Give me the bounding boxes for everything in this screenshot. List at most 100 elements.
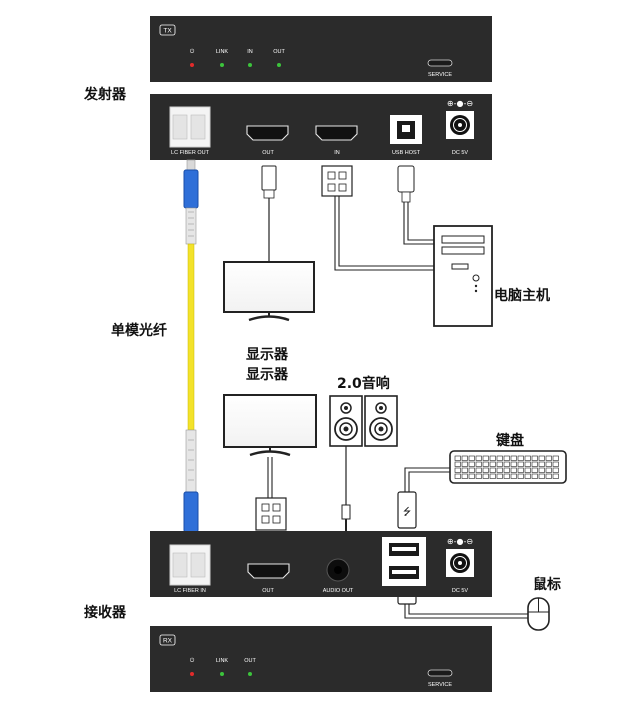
rx-panel-body bbox=[150, 626, 492, 692]
transmitter-title: 发射器 bbox=[84, 87, 126, 103]
tx-indicator-led-1 bbox=[220, 63, 224, 67]
keyboard-key bbox=[489, 473, 496, 479]
keyboard-key bbox=[510, 467, 517, 473]
usb-b-plug-icon bbox=[397, 165, 415, 193]
tx-badge-frame bbox=[159, 24, 176, 36]
keyboard-key bbox=[545, 455, 552, 461]
keyboard-key bbox=[482, 455, 489, 461]
rx-indicator-label-2: OUT bbox=[244, 658, 256, 664]
keyboard-key bbox=[524, 467, 531, 473]
tx-out-label: OUT bbox=[262, 150, 274, 156]
keyboard-key bbox=[503, 455, 510, 461]
keyboard-key bbox=[496, 461, 503, 467]
tx-hdmi-out-port bbox=[246, 125, 289, 141]
keyboard-key bbox=[524, 473, 531, 479]
tx-indicator-led-0 bbox=[190, 63, 194, 67]
tx-lc-port-a bbox=[172, 114, 188, 140]
keyboard-key bbox=[503, 473, 510, 479]
keyboard-key bbox=[510, 473, 517, 479]
monitor-bottom-screen bbox=[223, 394, 317, 448]
keyboard-key bbox=[454, 461, 461, 467]
keyboard-label: 键盘 bbox=[496, 433, 524, 449]
transmitter-rear-panel: LC FIBER OUT OUT IN USB HOST ⊕-●-⊖ DC 5V bbox=[150, 94, 492, 160]
keyboard-key bbox=[524, 455, 531, 461]
keyboard-key bbox=[454, 455, 461, 461]
keyboard-key bbox=[538, 467, 545, 473]
fiber-cable-line bbox=[187, 243, 195, 431]
keyboard-key bbox=[454, 467, 461, 473]
keyboard: ⭍ bbox=[397, 450, 567, 529]
keyboard-body bbox=[449, 450, 567, 484]
tx-lc-port-b bbox=[190, 114, 206, 140]
usb-keyboard-plug-icon bbox=[397, 491, 417, 529]
keyboard-key bbox=[468, 473, 475, 479]
hdmi-plug-icon bbox=[261, 165, 277, 191]
rx-hdmi-out-port bbox=[247, 563, 290, 579]
mouse-label: 鼠标 bbox=[533, 577, 561, 593]
keyboard-key bbox=[545, 461, 552, 467]
keyboard-keys bbox=[454, 455, 559, 479]
tx-dc-label: DC 5V bbox=[452, 150, 469, 156]
receiver-rear-panel: LC FIBER IN OUT AUDIO OUT ⊕-●-⊖ DC 5V bbox=[150, 531, 492, 597]
keyboard-key bbox=[482, 467, 489, 473]
keyboard-key bbox=[531, 473, 538, 479]
tx-usb-label: USB HOST bbox=[392, 150, 421, 156]
rx-badge-frame bbox=[159, 634, 176, 646]
keyboard-key bbox=[496, 455, 503, 461]
rx-out-label: OUT bbox=[262, 588, 274, 594]
tx-indicator-label-1: LINK bbox=[216, 49, 229, 55]
rx-service-label: SERVICE bbox=[428, 682, 452, 688]
keyboard-key bbox=[454, 473, 461, 479]
keyboard-key bbox=[517, 473, 524, 479]
audio-plug-icon bbox=[341, 504, 351, 520]
rx-lc-port-b bbox=[190, 552, 206, 578]
tx-badge: TX bbox=[163, 28, 172, 35]
dc-power-icon: ⊕-●-⊖ bbox=[447, 99, 473, 108]
speaker-right bbox=[364, 395, 398, 447]
monitor-top-stand bbox=[248, 315, 290, 322]
keyboard-key bbox=[489, 467, 496, 473]
monitor-bottom-stand bbox=[249, 450, 291, 457]
keyboard-key bbox=[531, 467, 538, 473]
tx-indicator-label-0: ⏻ bbox=[190, 48, 195, 55]
rx-indicator-led-1 bbox=[220, 672, 224, 676]
computer-tower bbox=[321, 165, 493, 327]
fiber-label: 单模光纤 bbox=[111, 323, 167, 339]
keyboard-key bbox=[489, 455, 496, 461]
keyboard-key bbox=[489, 461, 496, 467]
rx-lc-port-a bbox=[172, 552, 188, 578]
keyboard-key bbox=[517, 455, 524, 461]
speakers bbox=[329, 395, 398, 536]
monitor-top-screen bbox=[223, 261, 315, 313]
keyboard-key bbox=[517, 467, 524, 473]
tx-hdmi-in-port bbox=[315, 125, 358, 141]
keyboard-key bbox=[496, 467, 503, 473]
computer-drive-bay-2 bbox=[441, 246, 485, 255]
keyboard-key bbox=[468, 467, 475, 473]
keyboard-key bbox=[461, 455, 468, 461]
hdmi-rx-plug-icon bbox=[255, 497, 287, 531]
tx-fiber-label: LC FIBER OUT bbox=[171, 150, 210, 156]
rx-indicator-label-0: ⏻ bbox=[190, 657, 195, 664]
keyboard-key bbox=[482, 461, 489, 467]
dc-power-icon-rx: ⊕-●-⊖ bbox=[447, 537, 473, 546]
keyboard-key bbox=[503, 461, 510, 467]
rx-indicator-label-1: LINK bbox=[216, 658, 229, 664]
keyboard-key bbox=[538, 461, 545, 467]
keyboard-key bbox=[510, 455, 517, 461]
keyboard-key bbox=[475, 455, 482, 461]
usb-icon: ⭍ bbox=[403, 506, 411, 518]
monitor-bottom bbox=[223, 394, 317, 531]
keyboard-key bbox=[461, 461, 468, 467]
keyboard-key bbox=[531, 461, 538, 467]
keyboard-key bbox=[503, 467, 510, 473]
keyboard-key bbox=[524, 461, 531, 467]
rx-indicator-led-0 bbox=[190, 672, 194, 676]
keyboard-key bbox=[552, 461, 559, 467]
tx-in-label: IN bbox=[334, 150, 340, 156]
